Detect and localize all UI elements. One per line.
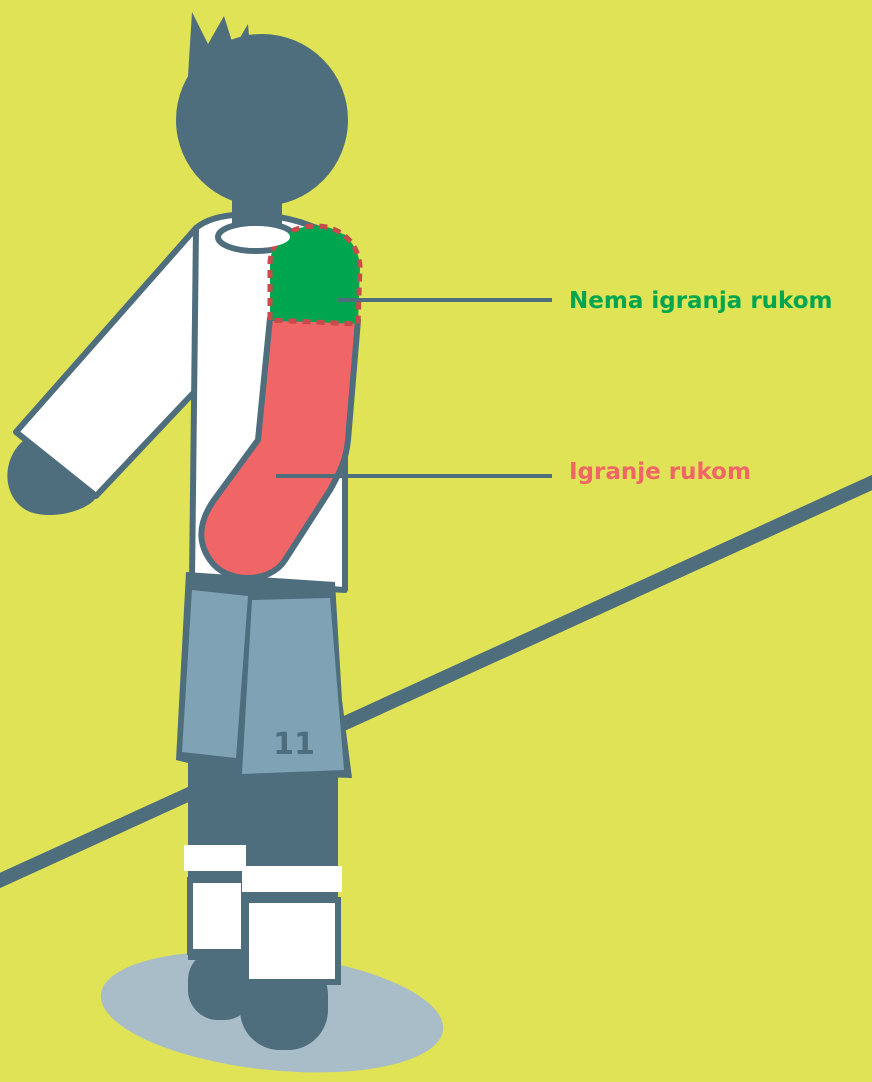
no-handball-label: Nema igranja rukom (569, 290, 833, 313)
pitch-line (0, 478, 872, 885)
right-sock-stripe (242, 866, 342, 892)
head (176, 34, 348, 206)
left-sock (190, 880, 244, 952)
left-sock-stripe (184, 845, 246, 871)
collar-inner (222, 226, 290, 248)
shirt-number: 11 (273, 727, 315, 762)
neck (232, 196, 282, 226)
right-sock (246, 900, 338, 982)
handball-label: Igranje rukom (569, 461, 751, 484)
